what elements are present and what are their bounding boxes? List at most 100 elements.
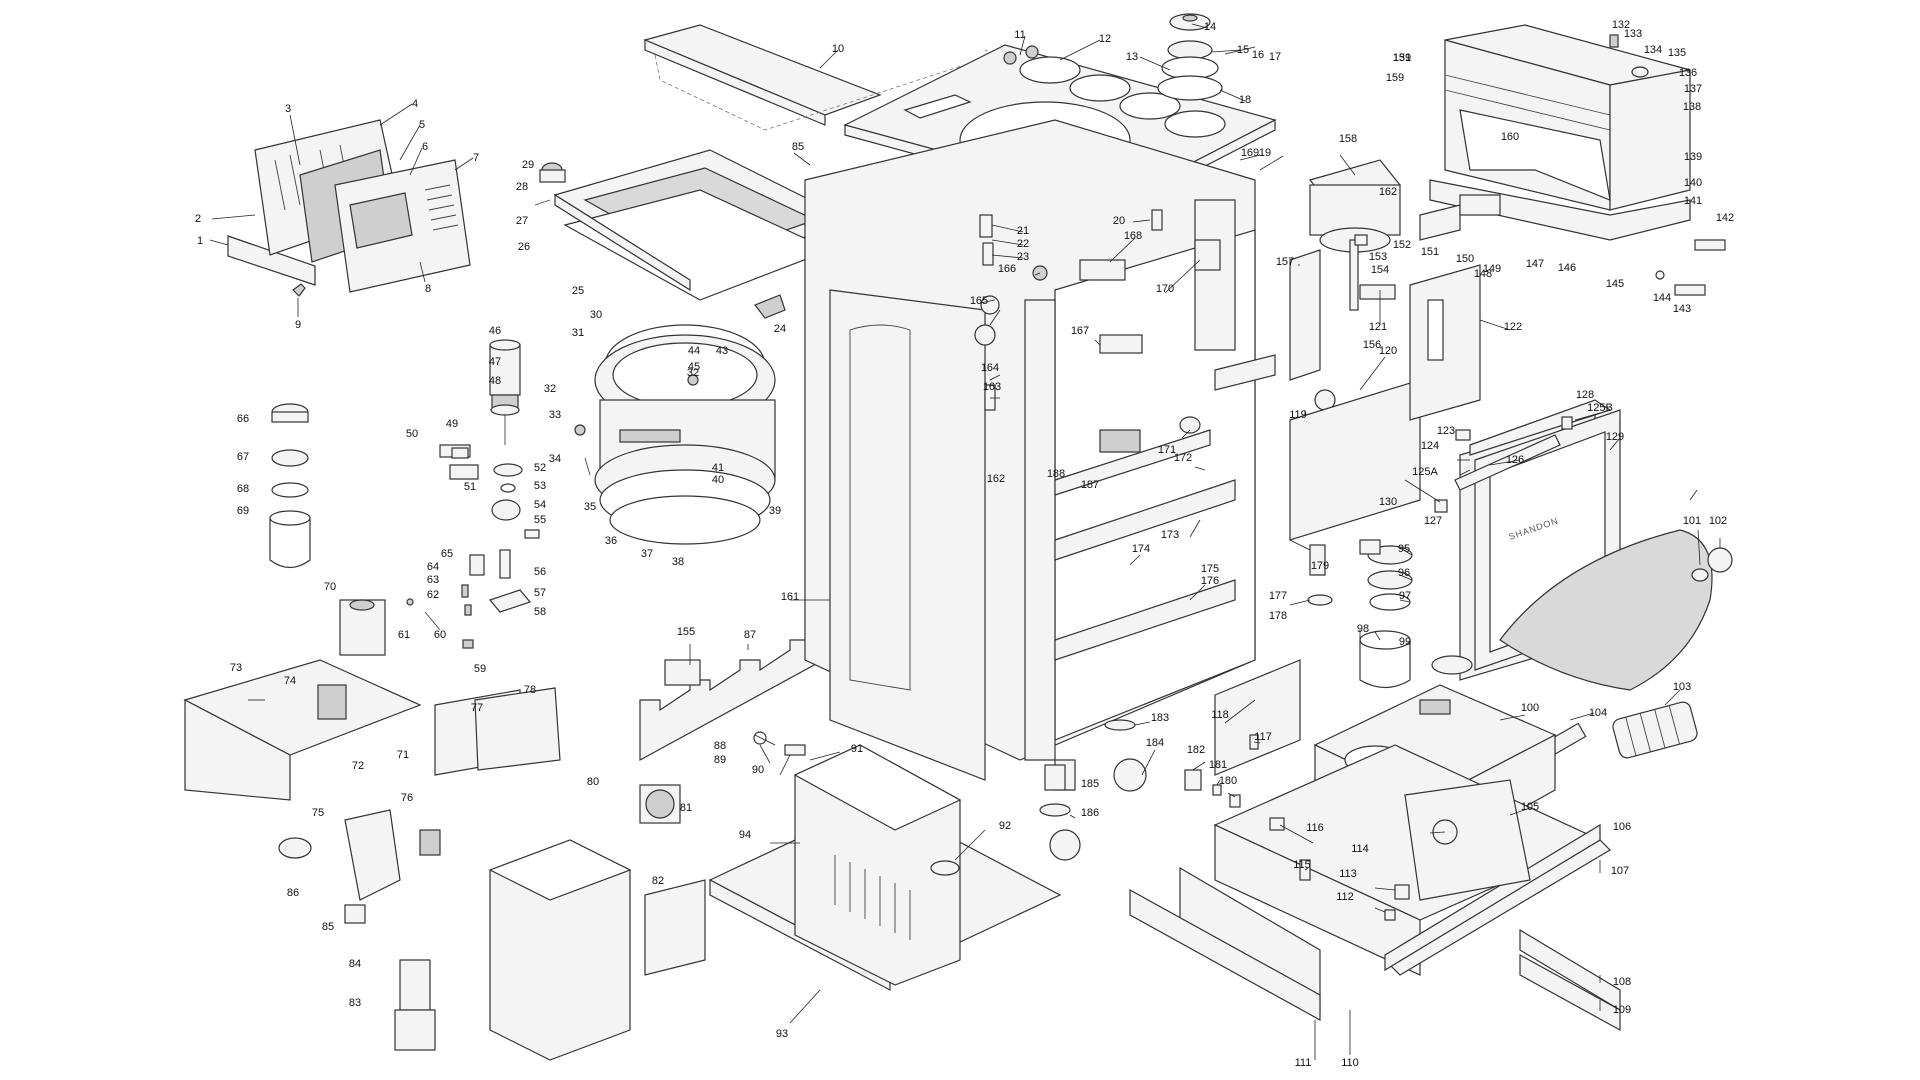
bracket-168 [1079, 259, 1126, 281]
shelf-172 [1054, 429, 1211, 496]
part-133 [1631, 66, 1649, 78]
pump-assembly [1289, 159, 1402, 411]
callout-label-3: 3 [285, 103, 291, 115]
tank-100-handle [1419, 699, 1451, 715]
part-24 [754, 294, 786, 319]
callout-label-67: 67 [237, 451, 249, 463]
callout-label-177: 177 [1269, 590, 1287, 602]
part-163 [984, 384, 996, 411]
callout-label-54: 54 [534, 499, 546, 511]
tray-base-front [1214, 824, 1421, 976]
panel-130 [1289, 379, 1421, 541]
callout-label-89: 89 [714, 754, 726, 766]
callout-label-104: 104 [1589, 707, 1607, 719]
part-143 [1674, 284, 1706, 296]
part-142 [1694, 239, 1726, 251]
callout-label-74: 74 [284, 675, 296, 687]
callout-label-8: 8 [425, 283, 431, 295]
side-panel-161 [829, 289, 986, 781]
motor-assembly [489, 339, 521, 445]
door-125B [1469, 399, 1612, 456]
pump-body-158 [1309, 184, 1401, 236]
callout-label-2: 2 [195, 213, 201, 225]
bracket-157 [1289, 249, 1321, 381]
callout-label-112: 112 [1336, 891, 1354, 903]
callout-label-183: 183 [1151, 712, 1169, 724]
part-188 [1214, 354, 1276, 391]
callout-label-30: 30 [590, 309, 602, 321]
callout-label-57: 57 [534, 587, 546, 599]
callout-label-140: 140 [1684, 177, 1702, 189]
callout-label-139: 139 [1684, 151, 1702, 163]
panel-169 [1194, 199, 1236, 351]
motor-top [489, 339, 521, 351]
power-base-assembly [183, 599, 422, 801]
callout-label-12: 12 [1099, 33, 1111, 45]
enclosure-80-top [488, 839, 632, 901]
bracket-170 [1194, 239, 1221, 271]
caster-185 [1044, 764, 1066, 791]
callout-label-130: 130 [1379, 496, 1397, 508]
callout-label-7: 7 [473, 152, 479, 164]
rail-109 [1519, 953, 1621, 1032]
knob-102 [1707, 547, 1733, 573]
top-plate-hole-d [1164, 110, 1226, 138]
part-132 [1609, 34, 1619, 48]
part-187 [1099, 429, 1141, 453]
callout-label-10: 10 [832, 43, 844, 55]
callout-label-33: 33 [549, 409, 561, 421]
callout-label-141: 141 [1684, 195, 1702, 207]
callout-label-168: 168 [1124, 230, 1142, 242]
board-82 [644, 879, 706, 976]
shelf-174 [1054, 479, 1236, 561]
callout-label-45: 45 [688, 361, 700, 373]
callout-label-80: 80 [587, 776, 599, 788]
callout-label-34: 34 [549, 453, 561, 465]
callout-label-40: 40 [712, 474, 724, 486]
callout-label-23: 23 [1017, 251, 1029, 263]
jar-seal-68 [271, 482, 309, 498]
motor-46 [489, 344, 521, 396]
callout-label-154: 154 [1371, 264, 1389, 276]
callout-label-169: 169 [1241, 147, 1259, 159]
top-plate-hole-c [1119, 92, 1181, 120]
callout-label-43: 43 [716, 345, 728, 357]
part-57 [488, 589, 532, 613]
callout-label-142: 142 [1716, 212, 1734, 224]
lid-cover [643, 24, 882, 116]
ring-15 [1167, 40, 1213, 60]
part-180 [1229, 794, 1241, 808]
callout-label-98: 98 [1357, 623, 1369, 635]
callout-label-19: 19 [1259, 147, 1271, 159]
callout-label-138: 138 [1683, 101, 1701, 113]
callout-label-58: 58 [534, 606, 546, 618]
callout-label-22: 22 [1017, 238, 1029, 250]
top-plate-slot [903, 94, 972, 119]
callout-label-144: 144 [1653, 292, 1671, 304]
callout-label-16: 16 [1252, 49, 1264, 61]
part-53 [500, 483, 516, 493]
callout-label-90: 90 [752, 764, 764, 776]
reagent-tray-assembly [1419, 24, 1726, 296]
callout-label-149: 149 [1483, 263, 1501, 275]
box-73 [184, 699, 291, 801]
callout-label-73: 73 [230, 662, 242, 674]
caster-wheel-186 [1049, 829, 1081, 861]
callout-label-97: 97 [1399, 590, 1411, 602]
caster-plate-186 [1039, 803, 1071, 817]
window-frame-assembly [534, 149, 852, 319]
callout-label-102: 102 [1709, 515, 1727, 527]
callout-label-37: 37 [641, 548, 653, 560]
fan-81-blade [645, 789, 675, 819]
callout-label-159: 159 [1386, 72, 1404, 84]
callout-label-46: 46 [489, 325, 501, 337]
callout-label-186: 186 [1081, 807, 1099, 819]
callout-label-59: 59 [474, 663, 486, 675]
callout-label-85: 85 [792, 141, 804, 153]
cover-101 [1499, 529, 1713, 691]
callout-label-131: 131 [1393, 52, 1411, 64]
callout-label-162: 162 [1379, 186, 1397, 198]
part-98 [1359, 539, 1381, 555]
part-49 [451, 447, 469, 459]
